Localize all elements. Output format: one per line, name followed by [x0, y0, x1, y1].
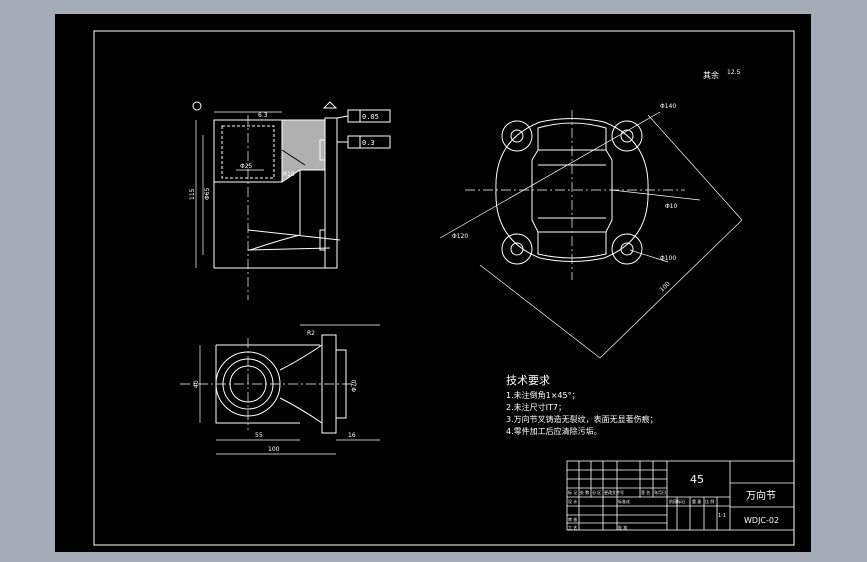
title-cell-design: 设 计: [568, 498, 577, 504]
dim-top-r: R2: [307, 330, 315, 337]
requirement-item-4: 4.零件加工后应清除污垢。: [506, 426, 602, 436]
title-cell-approve: 批 准: [618, 524, 627, 530]
dim-height-b: Φ65: [204, 187, 211, 200]
side-view: [439, 110, 743, 359]
title-block: [566, 460, 795, 531]
dim-top-width: 40: [193, 380, 200, 388]
top-view: [180, 324, 380, 455]
part-name: 万向节: [746, 489, 776, 502]
dim-bore: Φ25: [240, 163, 253, 170]
dim-roughness-top: 6.3: [258, 112, 268, 119]
dim-hole-1: Φ10: [665, 203, 678, 210]
dim-side-r: R10: [283, 171, 295, 178]
dim-hole-2: Φ100: [660, 255, 676, 262]
scale-value: 1:1: [718, 513, 726, 519]
roughness-note-label: 其余: [703, 70, 719, 80]
dim-perpendicularity: 0.3: [362, 139, 375, 147]
dim-top-right: 16: [348, 432, 356, 439]
roughness-note-value: 12.5: [727, 69, 741, 76]
dim-height-a: 115: [189, 188, 196, 200]
requirement-item-1: 1.未注倒角1×45°；: [506, 390, 580, 400]
dim-top-length: 100: [268, 446, 280, 453]
title-cell-zone: 分 区: [592, 489, 601, 495]
drawing-number: WDJC-02: [744, 516, 779, 525]
title-cell-review: 审 核: [568, 516, 577, 522]
dim-flatness: 0.05: [362, 113, 379, 121]
title-cell-date: 年月日: [654, 489, 666, 495]
title-cell-mark: 标 记: [568, 489, 577, 495]
title-cell-scale: 比 例: [705, 498, 714, 504]
drawing-border: [93, 30, 795, 546]
title-cell-change: 更改文件号: [604, 489, 624, 495]
dim-circle-2: Φ140: [660, 103, 676, 110]
dim-circle-1: Φ120: [452, 233, 468, 240]
requirement-item-2: 2.未注尺寸IT7；: [506, 402, 566, 412]
title-cell-weight: 重 量: [692, 498, 701, 504]
material-label: 45: [690, 473, 704, 486]
front-section-view: [192, 101, 391, 300]
requirement-item-3: 3.万向节叉铸造无裂纹，表面无显著伤痕；: [506, 414, 658, 424]
requirements-title: 技术要求: [506, 374, 550, 387]
dim-top-dia: Φ70: [351, 379, 358, 392]
title-cell-standard: 标准化: [618, 498, 630, 504]
title-cell-stage: 阶段标记: [669, 498, 685, 504]
title-cell-sign: 签 名: [641, 489, 650, 495]
title-cell-count: 处 数: [580, 489, 589, 495]
dim-top-length-2: 55: [255, 432, 263, 439]
drawing-sheet: [55, 14, 811, 552]
title-cell-process: 工 艺: [568, 525, 577, 530]
